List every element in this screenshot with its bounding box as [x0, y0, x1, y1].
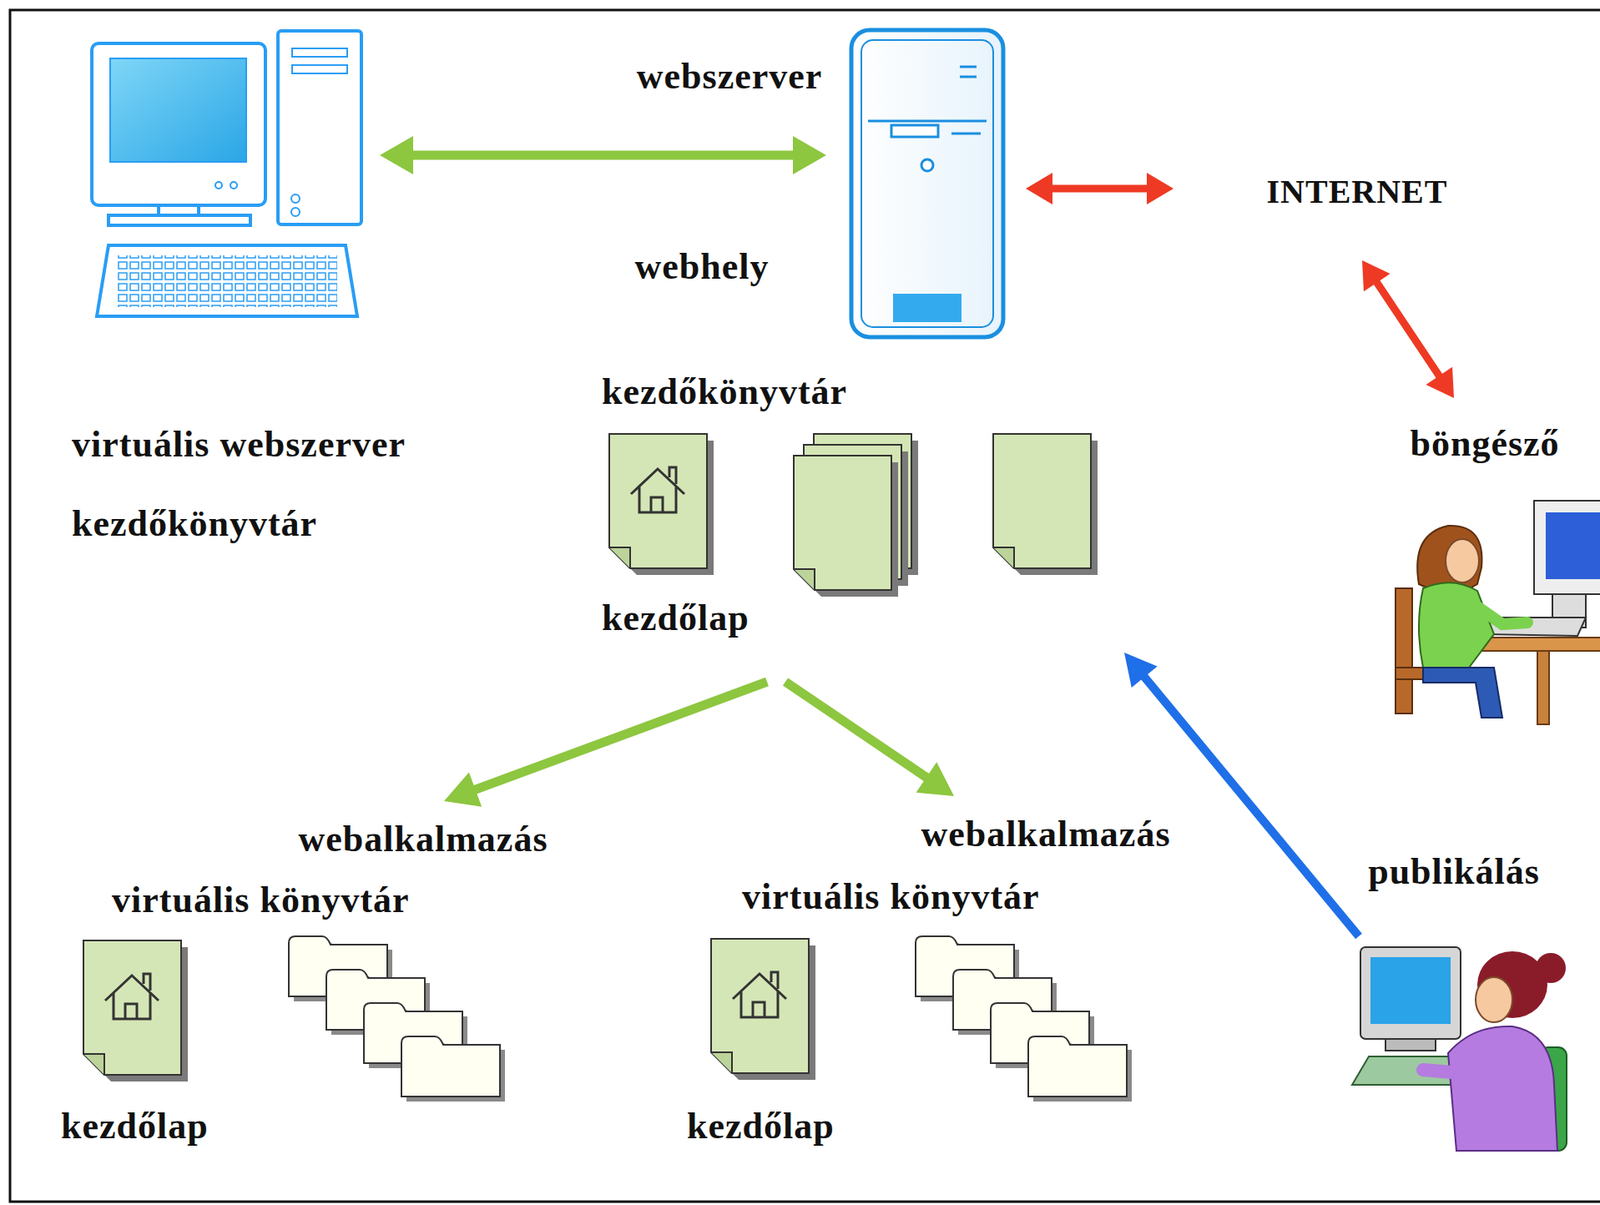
- illustration-part: [793, 455, 899, 597]
- figure-node: publikálás: [1335, 842, 1586, 1161]
- folder-shadow: [56, 823, 568, 1171]
- folder-shape: [50, 331, 480, 603]
- illustration-part: [401, 1036, 505, 1102]
- illustration-part: [91, 43, 266, 206]
- node-label: kezdőkönyvtár: [601, 371, 848, 414]
- node-label: kezdőlap: [601, 597, 750, 641]
- illustration-part: [993, 434, 1098, 576]
- illustration-part: [277, 30, 362, 225]
- illustration-part: [1370, 957, 1451, 1025]
- folder-shadow: [590, 310, 1151, 667]
- illustration-part: [1475, 977, 1513, 1023]
- publisher-figure: [1352, 947, 1567, 1151]
- illustration-part: [292, 65, 348, 74]
- folder-node: webalkalmazás virtuális könyvtár kezdőlap: [673, 814, 1193, 1164]
- illustration-part: [110, 58, 247, 162]
- node-label: webalkalmazás: [921, 813, 1171, 857]
- illustration-part: [1418, 582, 1495, 668]
- server-icon: [851, 30, 1004, 338]
- frame: [10, 10, 1600, 1202]
- arrow-connector: [379, 136, 827, 175]
- illustration-part: [851, 30, 1004, 338]
- node-label: virtuális könyvtár: [741, 876, 1040, 919]
- folder-shape: [673, 816, 1185, 1164]
- illustration-part: [609, 434, 714, 576]
- folder-node: webalkalmazás virtuális könyvtár kezdőlap: [49, 814, 569, 1164]
- node-label: webalkalmazás: [298, 818, 549, 862]
- arrow-shaft: [411, 151, 795, 161]
- illustration-part: [215, 181, 223, 189]
- pc-icon: [91, 30, 362, 317]
- illustration-part: [1028, 1036, 1132, 1102]
- browser-user-figure: [1395, 500, 1600, 725]
- illustration-part: [1445, 539, 1479, 583]
- node-label: webszerver: [636, 55, 823, 99]
- illustration-part: [1468, 600, 1528, 625]
- illustration-part: [1545, 512, 1600, 580]
- arrow-head: [916, 762, 954, 797]
- illustration-part: [921, 159, 934, 172]
- illustration-part: [711, 938, 816, 1081]
- node-label: virtuális webszerver kezdőkönyvtár: [71, 404, 440, 564]
- arrow-head: [1146, 172, 1174, 205]
- node-label: publikálás: [1367, 851, 1540, 894]
- illustration-part: [868, 66, 987, 134]
- illustration-part: [108, 215, 251, 226]
- illustration-part: [1360, 947, 1461, 1040]
- illustration-part: [96, 245, 358, 317]
- illustration-part: [83, 940, 188, 1082]
- folder-shape: [583, 302, 1143, 659]
- illustration-part: [292, 48, 348, 57]
- folder-outline: [50, 331, 490, 613]
- arrow-head: [1425, 367, 1454, 399]
- node-label: böngésző: [1409, 423, 1560, 466]
- arrow-shaft: [1143, 676, 1359, 937]
- node-label: INTERNET: [1266, 172, 1449, 212]
- folder-node: virtuális webszerver kezdőkönyvtár: [50, 30, 489, 606]
- illustration-part: [1395, 588, 1413, 714]
- node-label: kezdőlap: [686, 1105, 835, 1149]
- illustration-part: [861, 40, 994, 328]
- illustration-part: [291, 207, 300, 217]
- folder-shadow: [57, 338, 488, 611]
- illustration-part: [230, 181, 238, 189]
- illustration-part: [1423, 667, 1503, 718]
- folder-stack-icons: [288, 936, 1132, 1102]
- arrow-shaft: [1050, 185, 1149, 193]
- illustration-part: [1537, 651, 1550, 725]
- arrow-connector: [1362, 260, 1454, 399]
- folder-shadow: [681, 823, 1192, 1171]
- node-label: kezdőlap: [60, 1105, 209, 1149]
- illustration-part: [291, 194, 300, 203]
- node-label: webhely: [635, 246, 770, 289]
- cloud-shape: [1120, 34, 1586, 328]
- illustration-part: [1385, 1039, 1436, 1051]
- arrow-connector: [1124, 652, 1359, 937]
- illustration-part: [893, 293, 962, 323]
- illustration-part: [1423, 1053, 1486, 1073]
- arrow-connector: [1025, 172, 1174, 205]
- arrow-head: [792, 136, 827, 175]
- arrow-shaft: [1376, 281, 1441, 378]
- server-node: webszerver: [617, 28, 1010, 339]
- cloud-node: INTERNET: [1106, 25, 1597, 337]
- illustration-part: [1448, 1026, 1558, 1151]
- folder-node: webhely kezdőkönyvtár kezdőlap: [583, 242, 1151, 660]
- illustration-part: [116, 255, 338, 308]
- figure-node: böngésző: [1385, 400, 1600, 727]
- arrow-head: [1124, 652, 1158, 688]
- arrow-connector: [785, 681, 954, 797]
- arrow-shaft: [785, 681, 929, 779]
- arrow-head: [1362, 260, 1391, 292]
- arrow-shaft: [474, 681, 768, 791]
- arrow-connector: [444, 681, 768, 808]
- node-label: virtuális könyvtár: [111, 879, 410, 923]
- illustration-part: [1534, 500, 1600, 595]
- illustration-part: [891, 125, 939, 137]
- folder-shape: [49, 816, 561, 1164]
- arrow-head: [379, 136, 414, 175]
- arrow-head: [1025, 172, 1053, 205]
- arrow-head: [444, 772, 482, 807]
